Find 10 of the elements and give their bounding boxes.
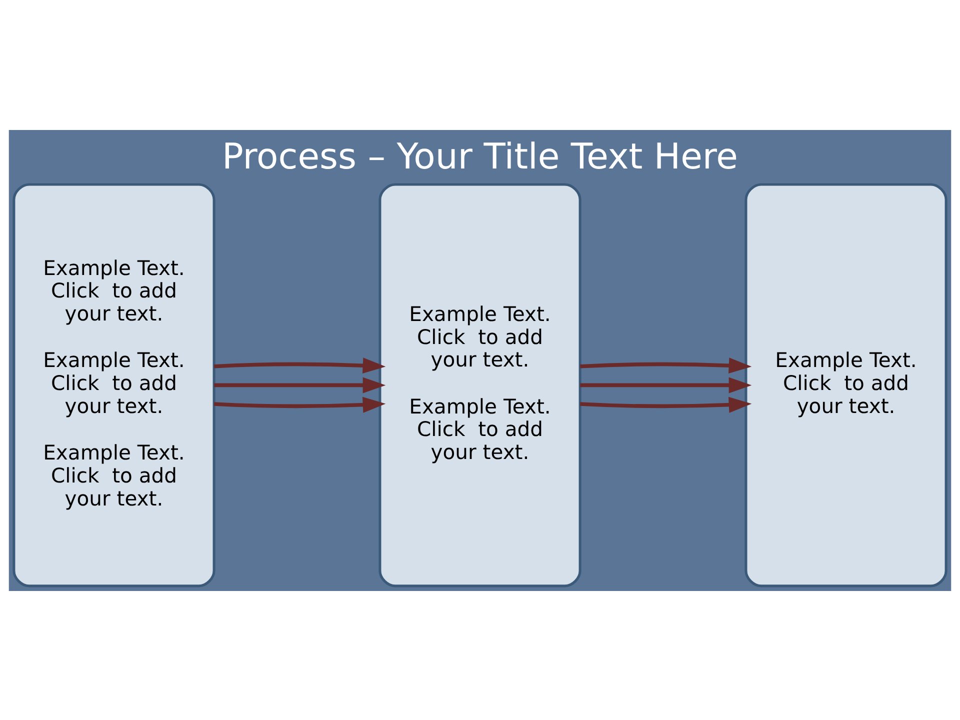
arrow <box>580 376 752 393</box>
arrow <box>580 357 752 374</box>
arrow <box>214 376 386 393</box>
node-box: Example Text. Click to add your text. Example Text. Click to add your text. <box>378 182 582 587</box>
node-box: Example Text. Click to add your text. <box>744 182 948 587</box>
node-box: Example Text. Click to add your text. Example Text. Click to add your text. Example Text. Click to add your text. <box>12 182 216 587</box>
arrow <box>580 396 752 412</box>
diagram-title: Process – Your Title Text Here <box>222 136 738 177</box>
arrow <box>214 396 386 412</box>
arrow <box>214 357 386 374</box>
